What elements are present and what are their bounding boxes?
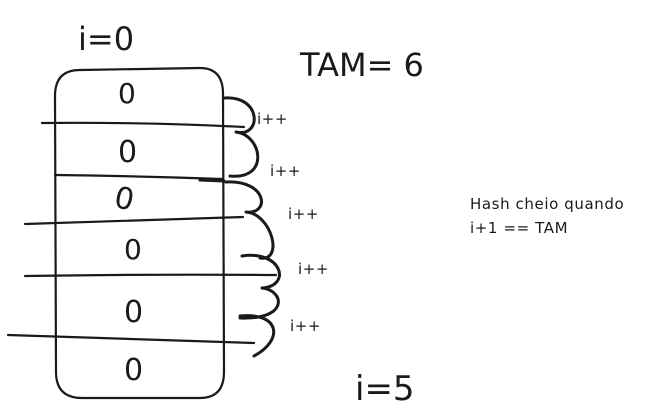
size-label: TAM= 6 <box>299 46 424 84</box>
slot-value: 0 <box>124 233 142 266</box>
slot-value: 0 <box>124 353 143 388</box>
index-end-label: i=5 <box>355 369 415 409</box>
slot-divider <box>198 178 226 183</box>
slot-value: 0 <box>118 135 137 170</box>
increment-arc <box>238 314 276 358</box>
note-line-2: i+1 == TAM <box>470 219 568 237</box>
slot-divider <box>40 121 246 129</box>
slot-divider <box>53 173 224 181</box>
increment-label: i++ <box>270 162 301 180</box>
increment-label: i++ <box>288 205 319 223</box>
slot-divider <box>6 333 256 345</box>
index-start-label: i=0 <box>78 20 134 58</box>
slot-divider <box>23 273 278 278</box>
increment-arc <box>222 96 260 178</box>
increment-arc <box>238 253 281 320</box>
slot-divider <box>23 215 245 226</box>
increment-label: i++ <box>298 260 329 278</box>
slot-value: 0 <box>124 295 143 330</box>
increment-label: i++ <box>290 317 321 335</box>
note-line-1: Hash cheio quando <box>470 195 624 213</box>
increment-arc <box>224 180 275 260</box>
increment-label: i++ <box>257 110 288 128</box>
slot-value: 0 <box>111 180 137 218</box>
array-container <box>53 66 226 400</box>
slot-value: 0 <box>118 77 136 110</box>
